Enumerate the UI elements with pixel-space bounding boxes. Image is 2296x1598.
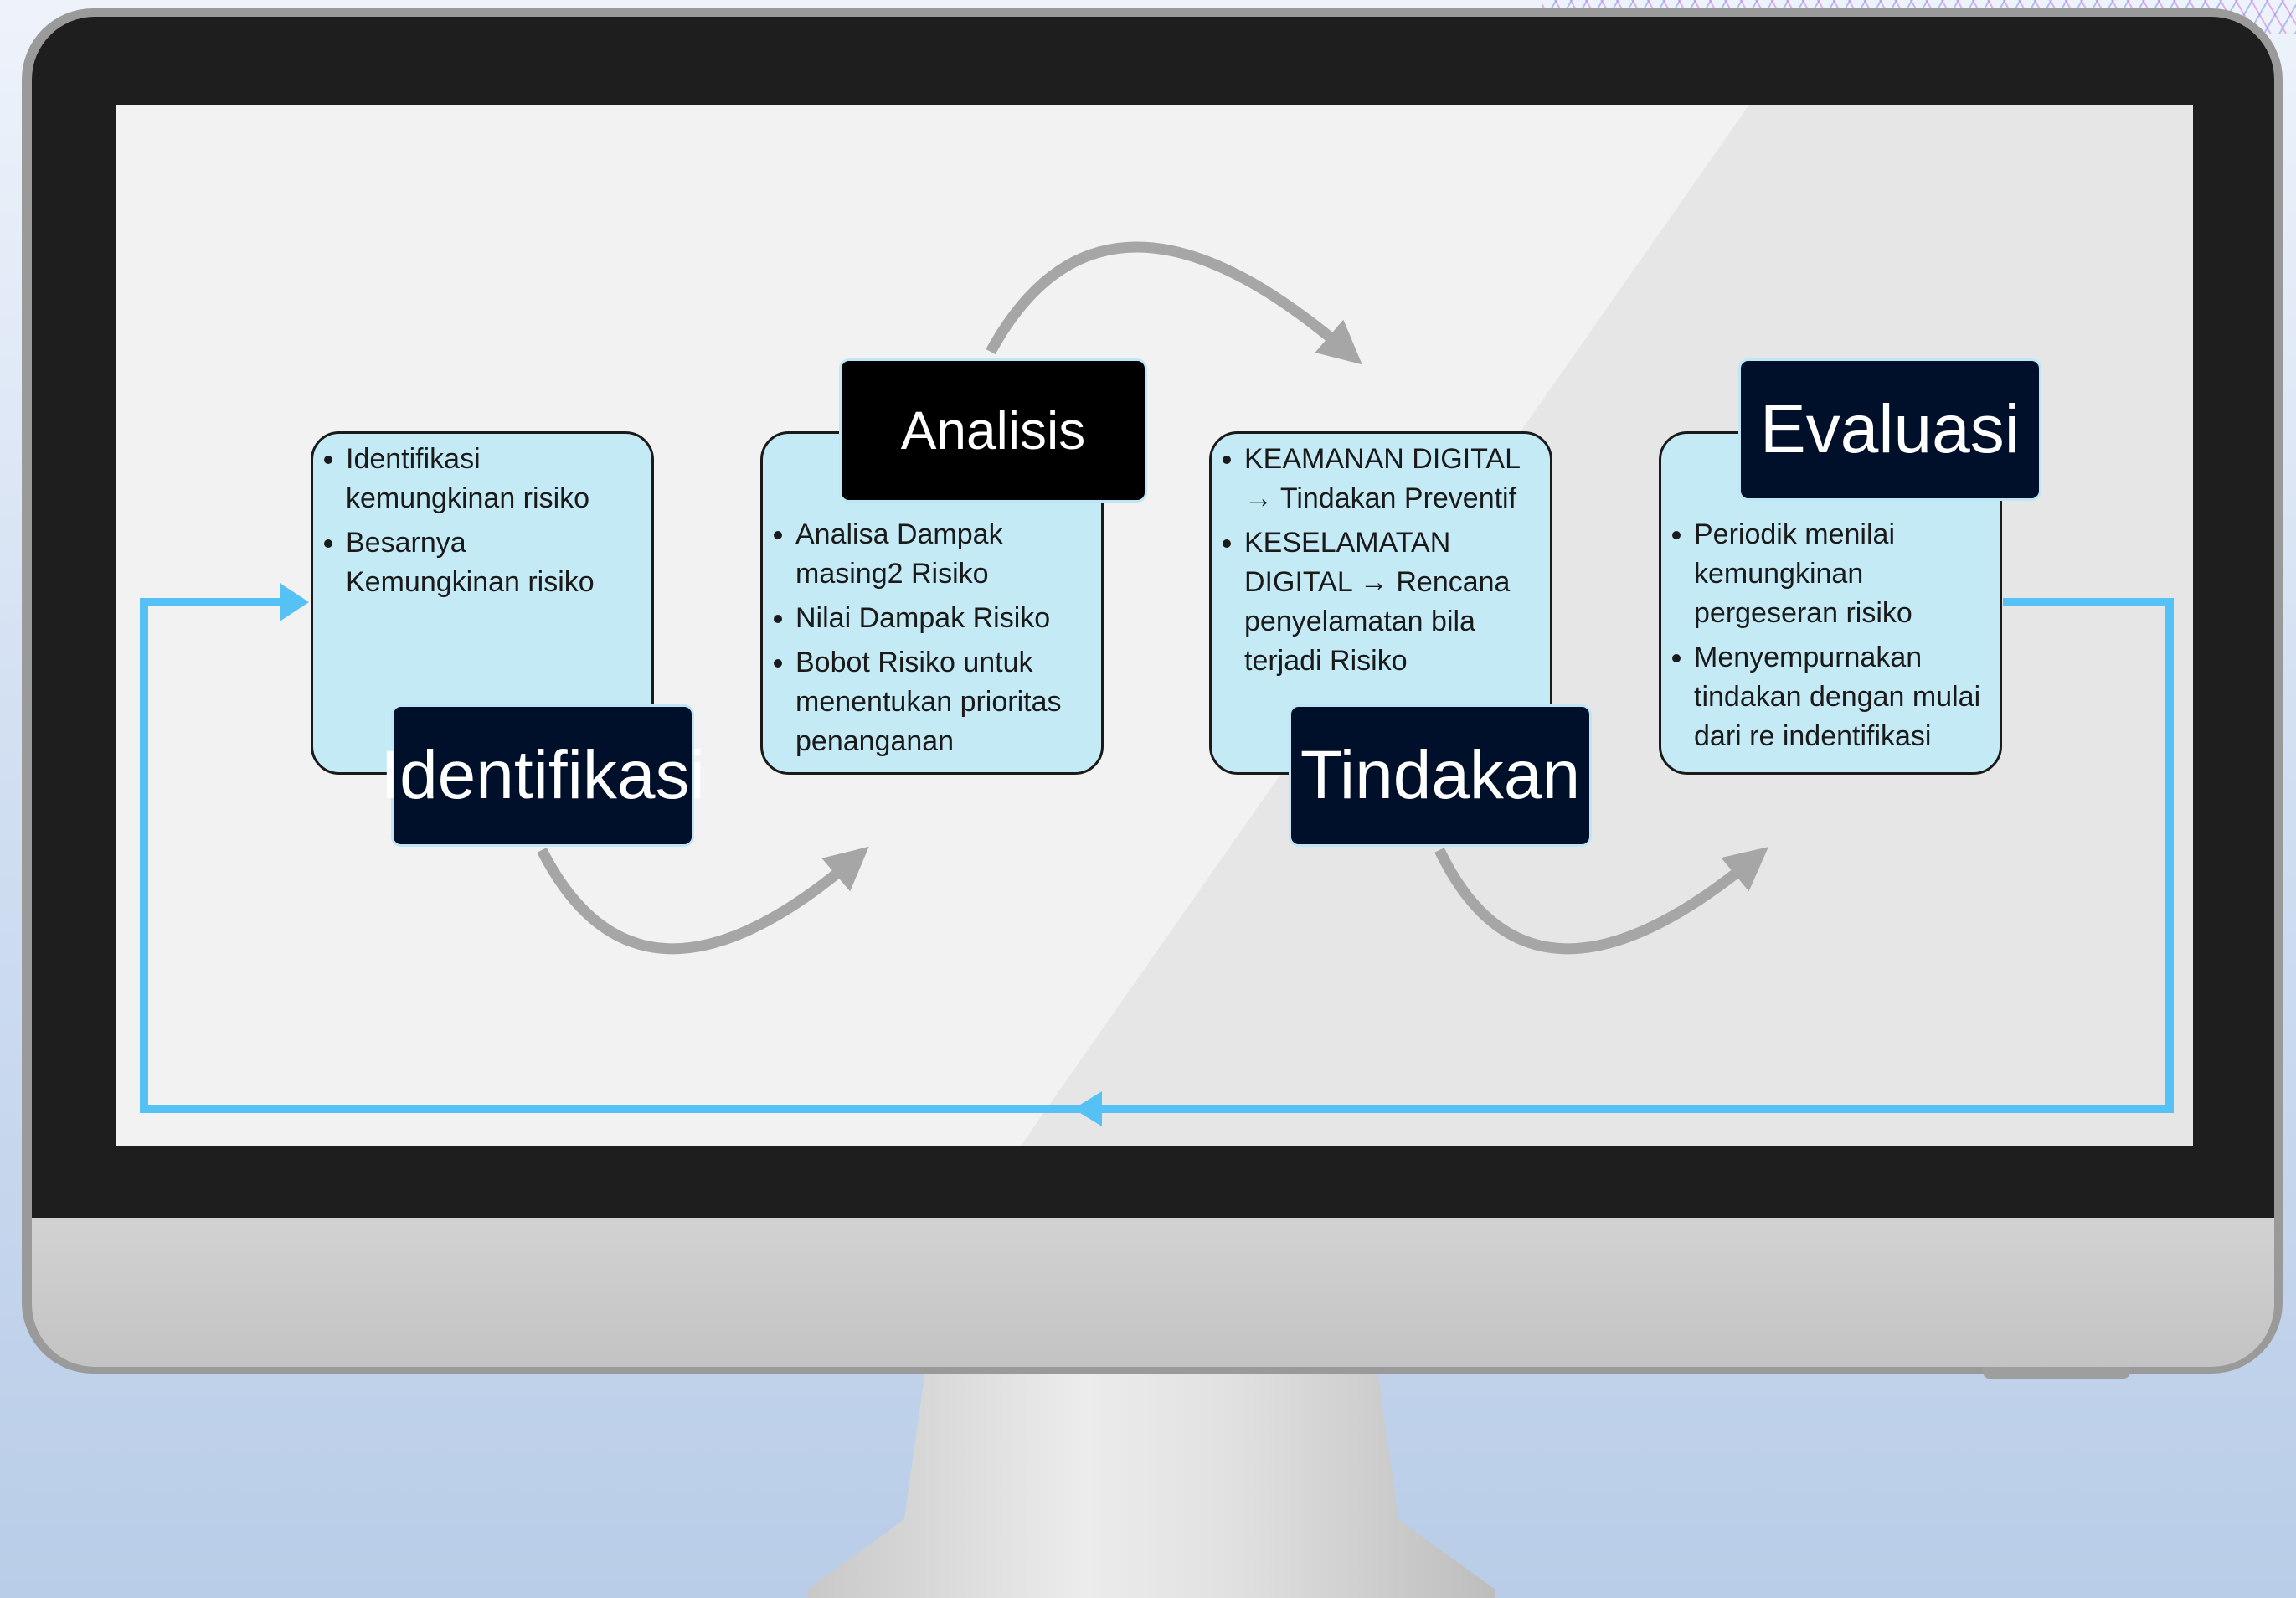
bullets-tindakan: KEAMANAN DIGITAL → Tindakan Preventif KE… bbox=[1223, 440, 1545, 686]
monitor-screen: Identifikasi kemungkinan risiko Besarnya… bbox=[116, 105, 2193, 1146]
bullet-item: Periodik menilai kemungkinan pergeseran … bbox=[1672, 515, 1995, 633]
bullets-evaluasi: Periodik menilai kemungkinan pergeseran … bbox=[1672, 515, 1995, 761]
monitor-chin bbox=[32, 1218, 2274, 1367]
bullet-item: Analisa Dampak masing2 Risiko bbox=[774, 515, 1096, 594]
flow-connectors bbox=[140, 241, 2174, 1126]
arrow-tindakan-to-evaluasi bbox=[1434, 847, 1769, 955]
step-label-analisis: Analisis bbox=[839, 358, 1147, 503]
step-label-tindakan: Tindakan bbox=[1289, 704, 1592, 847]
bullets-analisis: Analisa Dampak masing2 Risiko Nilai Damp… bbox=[774, 515, 1096, 766]
monitor-chin-foot bbox=[1983, 1367, 2130, 1379]
bullet-item: Bobot Risiko untuk menentukan prioritas … bbox=[774, 643, 1096, 761]
step-label-identifikasi: Identifikasi bbox=[380, 704, 705, 847]
loop-arrowhead-right bbox=[280, 583, 309, 621]
loop-back-line bbox=[140, 598, 2174, 1113]
bullet-item: Identifikasi kemungkinan risiko bbox=[324, 440, 646, 518]
arrow-analisis-to-tindakan bbox=[986, 241, 1362, 365]
bullet-item: Menyempurnakan tindakan dengan mulai dar… bbox=[1672, 638, 1995, 756]
bullet-item: Besarnya Kemungkinan risiko bbox=[324, 523, 646, 602]
arrow-identifikasi-to-analisis bbox=[537, 846, 869, 955]
bullets-identifikasi: Identifikasi kemungkinan risiko Besarnya… bbox=[324, 440, 646, 607]
loop-arrowhead-left bbox=[1073, 1091, 1102, 1126]
bullet-item: Nilai Dampak Risiko bbox=[774, 599, 1096, 638]
step-label-evaluasi: Evaluasi bbox=[1738, 358, 2041, 501]
bullet-item: KESELAMATAN DIGITAL → Rencana penyelamat… bbox=[1223, 523, 1545, 681]
bullet-item: KEAMANAN DIGITAL → Tindakan Preventif bbox=[1223, 440, 1545, 518]
monitor-stand bbox=[808, 1374, 1495, 1598]
